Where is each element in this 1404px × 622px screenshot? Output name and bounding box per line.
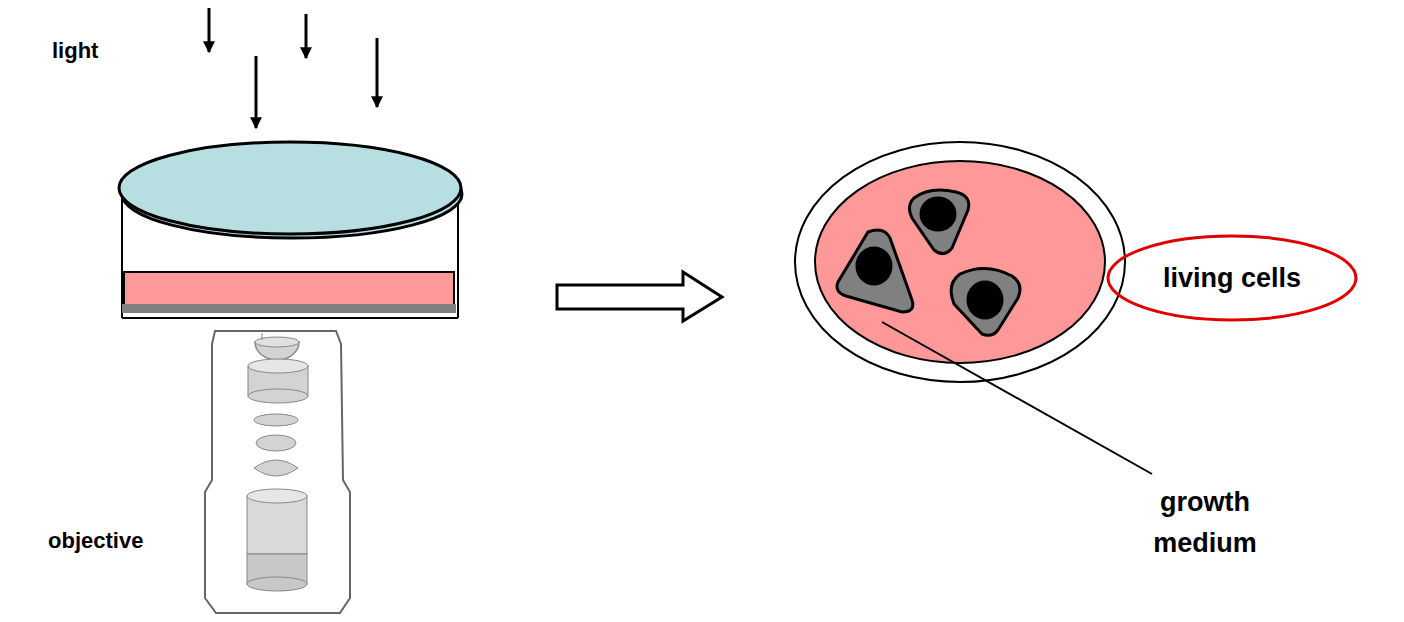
living-cells-ellipse: living cells: [1106, 234, 1358, 322]
growth-medium-layer: [124, 272, 454, 308]
light-label: light: [52, 34, 98, 67]
objective-lens: [205, 331, 350, 613]
growth-medium-label: growth medium: [1120, 482, 1290, 563]
dish-lid: [119, 142, 461, 234]
petri-dish-top: [795, 142, 1152, 474]
light-arrows: [209, 8, 377, 128]
cells: [837, 190, 1020, 335]
objective-label: objective: [48, 524, 143, 557]
dish-bottom: [122, 304, 456, 313]
node-text: living cells: [1163, 263, 1301, 294]
petri-dish-side: [119, 142, 462, 318]
leader-line: [882, 322, 1152, 474]
highlight-ellipse: [1108, 236, 1356, 320]
hollow-arrow: [557, 272, 722, 321]
